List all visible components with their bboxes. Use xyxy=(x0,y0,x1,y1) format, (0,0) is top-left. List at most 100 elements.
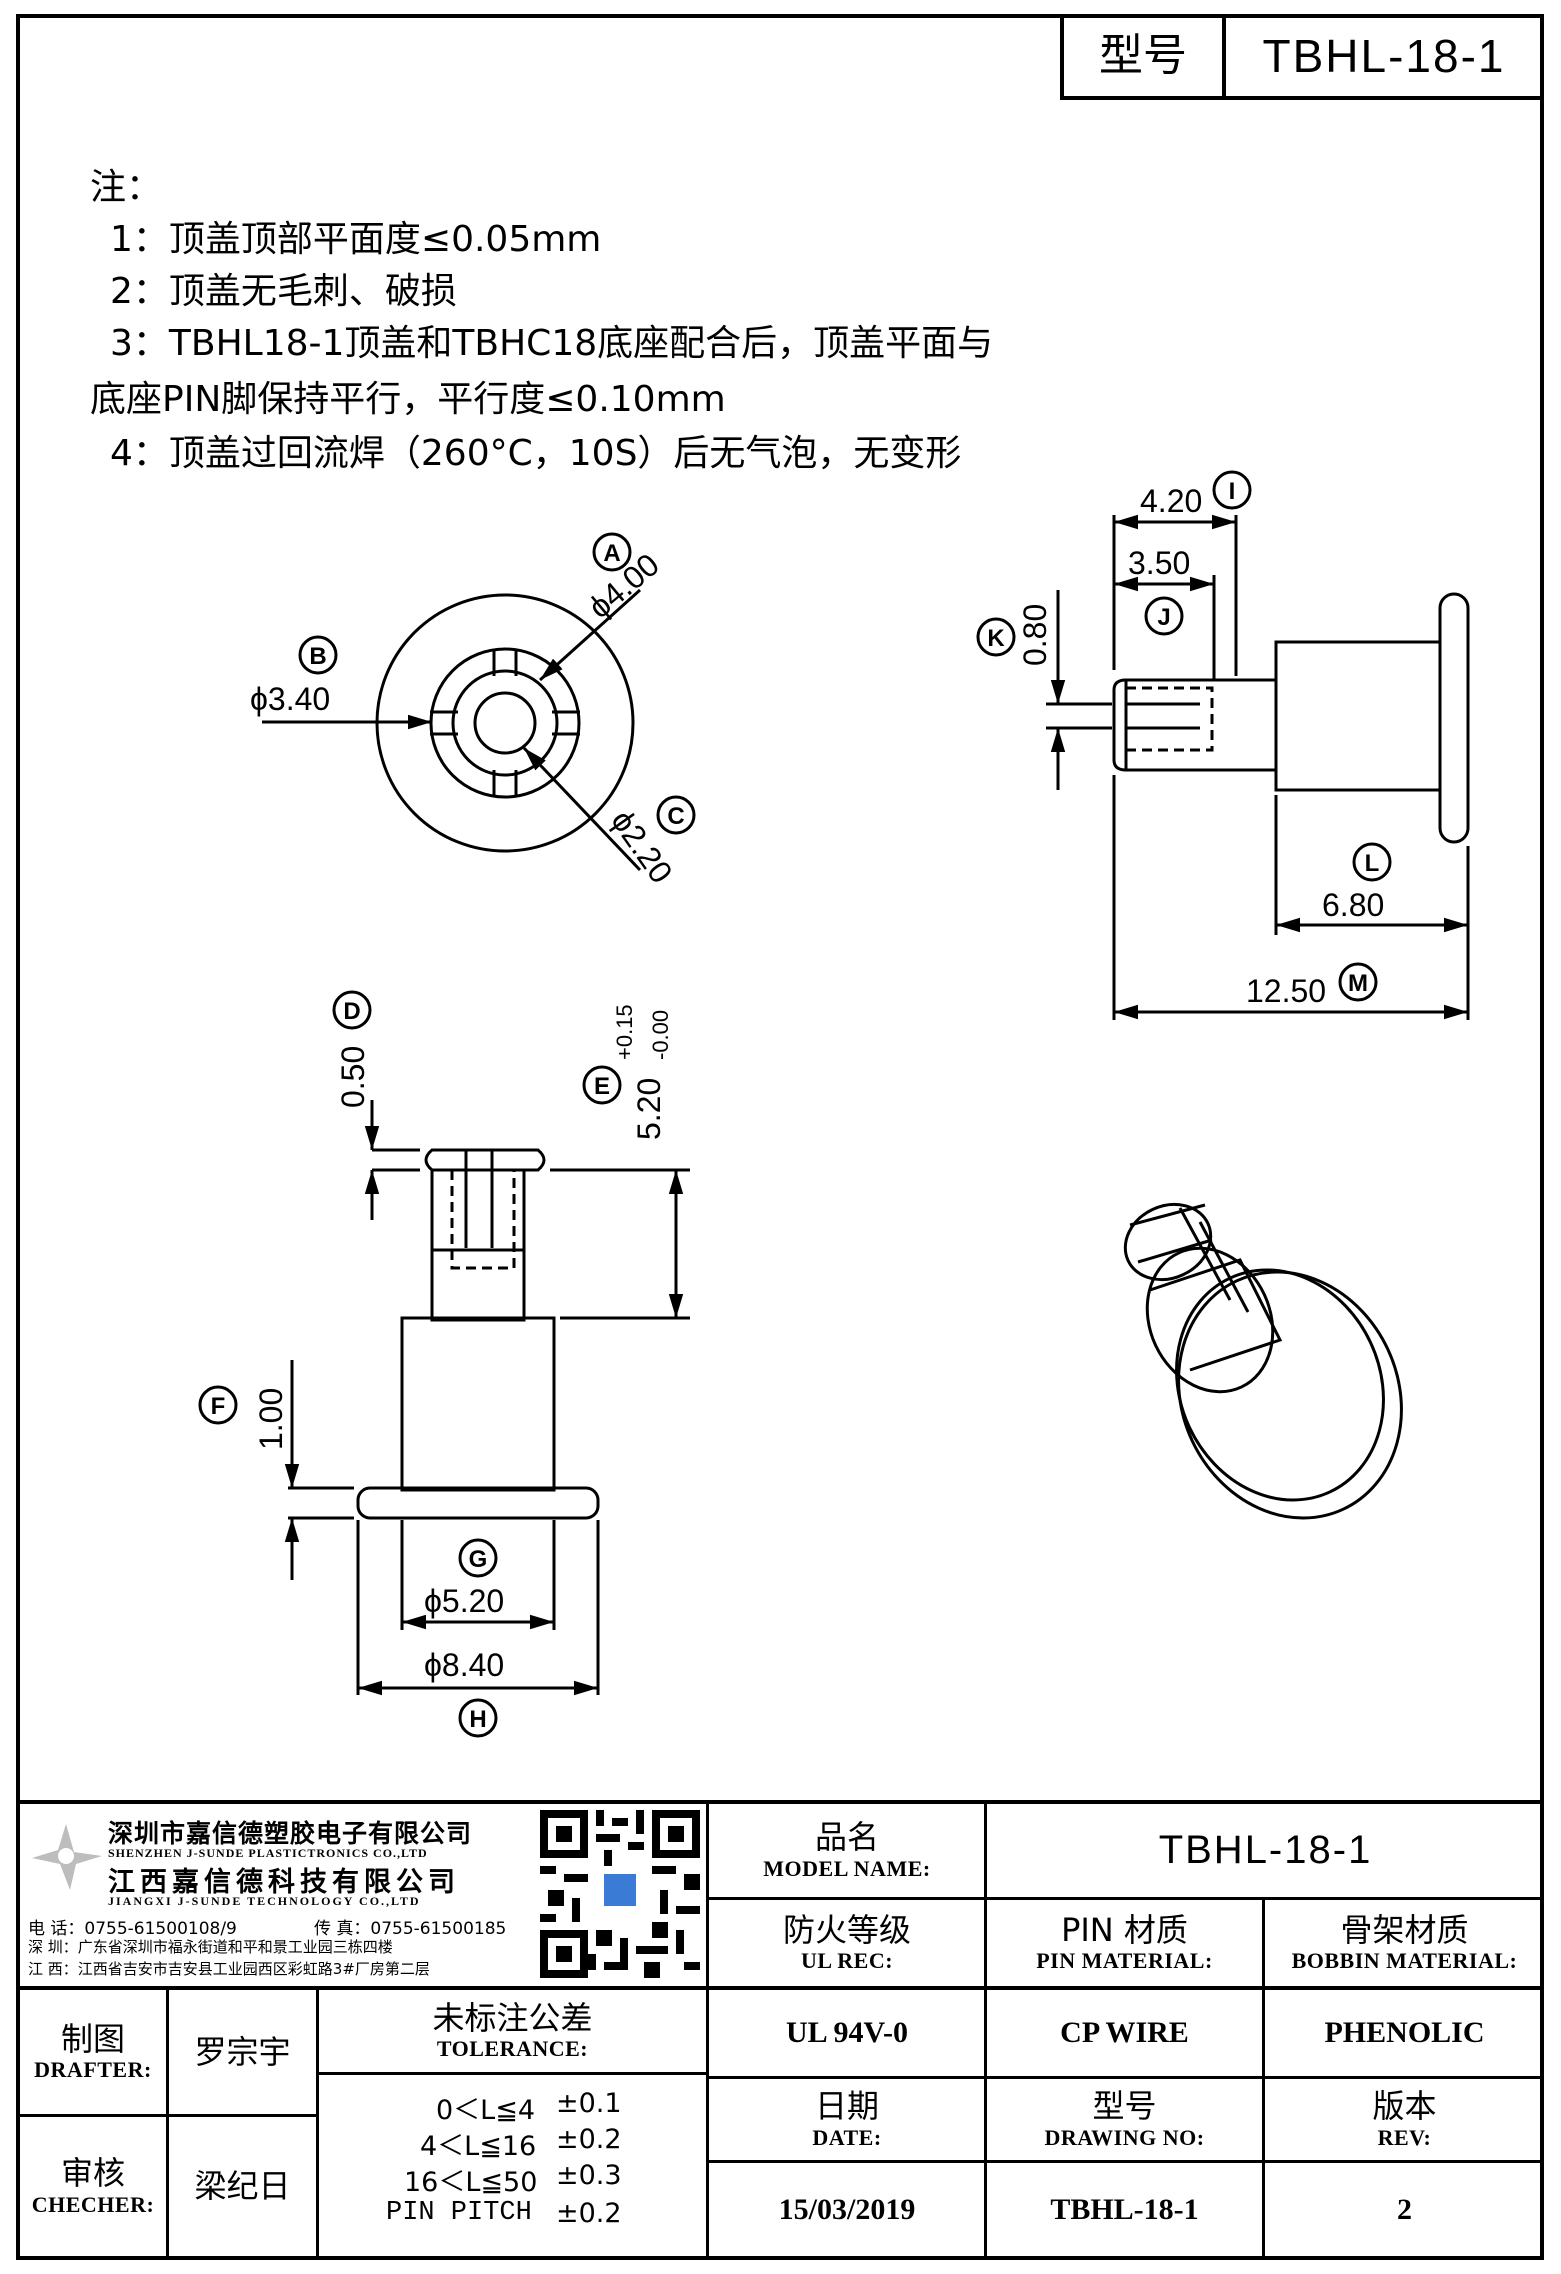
dim-b-value: ϕ3.40 xyxy=(250,681,330,717)
bobbin-material-en: BOBBIN MATERIAL: xyxy=(1291,1948,1518,1974)
dim-h-value: ϕ8.40 xyxy=(424,1647,504,1683)
model-name-label: 品名 MODEL NAME: xyxy=(710,1804,984,1897)
tolerance-range-3: 16＜L≦50 xyxy=(404,2167,538,2198)
header-label: 型号 xyxy=(1099,29,1187,81)
title-col-line-3 xyxy=(1262,1897,1265,2260)
pin-material-label: PIN 材质 PIN MATERIAL: xyxy=(987,1900,1262,1986)
dim-g-value: ϕ5.20 xyxy=(424,1583,504,1619)
drawing-no-value: TBHL-18-1 xyxy=(1050,2192,1199,2226)
dim-l-value: 6.80 xyxy=(1322,887,1384,923)
side-view xyxy=(1046,514,1470,1020)
rev-en: REV: xyxy=(1377,2124,1432,2150)
model-name-en: MODEL NAME: xyxy=(763,1855,931,1881)
tag-i: I xyxy=(1229,478,1236,505)
drafter-value: 罗宗宇 xyxy=(194,2032,291,2071)
date-en: DATE: xyxy=(812,2124,882,2150)
drawing-no-cn: 型号 xyxy=(1092,2087,1157,2126)
title-col-line-4 xyxy=(984,1897,987,2260)
title-col-line-2 xyxy=(984,1800,987,1897)
tolerance-range-4: PIN PITCH xyxy=(386,2198,532,2228)
technical-drawing: A B C D E F G H I J K L M ϕ4.00 ϕ3.40 ϕ2… xyxy=(198,470,1470,1738)
company-tel: 电 话：0755-61500108/9 xyxy=(28,1919,237,1939)
date-label: 日期 DATE: xyxy=(710,2079,984,2160)
pin-material-value: CP WIRE xyxy=(1060,2016,1189,2049)
pin-material-en: PIN MATERIAL: xyxy=(1036,1948,1213,1974)
company-addr-jx: 江 西：江西省吉安市吉安县工业园西区彩虹路3#厂房第二层 xyxy=(28,1960,430,1978)
rev-label: 版本 REV: xyxy=(1265,2079,1544,2160)
ul-rec-label: 防火等级 UL REC: xyxy=(710,1900,984,1986)
tolerance-range-2: 4＜L≦16 xyxy=(420,2131,537,2162)
tag-a: A xyxy=(603,540,620,567)
iso-view xyxy=(1123,1202,1403,1520)
ul-rec-value: UL 94V-0 xyxy=(786,2016,908,2049)
tag-g: G xyxy=(469,1546,488,1573)
checker-label: 审核 CHECHER: xyxy=(20,2117,166,2256)
note-line-1: 1：顶盖顶部平面度≤0.05mm xyxy=(110,219,602,260)
pin-material-cn: PIN 材质 xyxy=(1061,1910,1188,1949)
note-line-4: 底座PIN脚保持平行，平行度≤0.10mm xyxy=(90,379,726,420)
tolerance-cn: 未标注公差 xyxy=(432,1998,593,2037)
tolerance-en: TOLERANCE: xyxy=(436,2036,589,2062)
note-line-3: 3：TBHL18-1顶盖和TBHC18底座配合后，顶盖平面与 xyxy=(110,323,994,364)
bobbin-material-label: 骨架材质 BOBBIN MATERIAL: xyxy=(1265,1900,1544,1986)
header-model: TBHL-18-1 xyxy=(1262,30,1506,82)
tag-b: B xyxy=(309,643,326,670)
title-row-line-5 xyxy=(316,2072,708,2075)
ul-rec-en: UL REC: xyxy=(800,1948,894,1974)
qr-code xyxy=(540,1808,700,1980)
tag-k: K xyxy=(987,625,1005,652)
drafter-label: 制图 DRAFTER: xyxy=(20,1990,166,2114)
title-row-line-1 xyxy=(708,1897,1544,1900)
top-view xyxy=(262,588,642,872)
date-value: 15/03/2019 xyxy=(778,2192,916,2226)
drawing-frame xyxy=(16,14,1544,2260)
tolerance-value-3: ±0.3 xyxy=(556,2160,622,2191)
title-block-top-line xyxy=(16,1800,1544,1804)
title-col-line-5 xyxy=(166,1988,169,2260)
drafter-en: DRAFTER: xyxy=(34,2057,152,2083)
tag-l: L xyxy=(1365,850,1380,877)
dim-j-value: 3.50 xyxy=(1128,545,1190,581)
tolerance-value-2: ±0.2 xyxy=(556,2124,622,2155)
drafter-cn: 制图 xyxy=(60,2019,125,2058)
checker-cn: 审核 xyxy=(60,2154,125,2193)
dim-k-value: 0.80 xyxy=(1017,604,1053,666)
title-col-line-1 xyxy=(706,1800,709,2260)
company-addr-sz: 深 圳：广东省深圳市福永街道和平和景工业园三栋四楼 xyxy=(28,1938,393,1956)
tag-f: F xyxy=(211,1393,226,1420)
note-line-5: 4：顶盖过回流焊（260°C，10S）后无气泡，无变形 xyxy=(110,433,962,474)
title-col-line-6 xyxy=(316,1988,319,2260)
checker-value: 梁纪日 xyxy=(194,2167,291,2206)
title-row-line-6 xyxy=(708,2160,1544,2163)
tolerance-value-1: ±0.1 xyxy=(556,2088,622,2119)
model-name-cn: 品名 xyxy=(814,1818,879,1857)
checker-en: CHECHER: xyxy=(31,2191,155,2217)
drawing-no-en: DRAWING NO: xyxy=(1044,2124,1205,2150)
drawing-no-label: 型号 DRAWING NO: xyxy=(987,2079,1262,2160)
note-line-2: 2：顶盖无毛刺、破损 xyxy=(110,271,457,312)
tag-m: M xyxy=(1348,970,1368,997)
header-model-box xyxy=(1060,14,1544,100)
bobbin-material-value: PHENOLIC xyxy=(1324,2016,1485,2049)
tolerance-label: 未标注公差 TOLERANCE: xyxy=(319,1990,706,2072)
date-cn: 日期 xyxy=(814,2087,879,2126)
company-name-jx-en: JIANGXI J-SUNDE TECHNOLOGY CO.,LTD xyxy=(108,1894,421,1908)
dimension-tags xyxy=(198,470,1392,1738)
header-divider xyxy=(1222,14,1226,98)
tolerance-value-4: ±0.2 xyxy=(556,2198,622,2229)
tag-d: D xyxy=(343,998,360,1025)
tag-e: E xyxy=(594,1073,610,1100)
tag-h: H xyxy=(469,1706,486,1733)
tag-j: J xyxy=(1157,604,1170,631)
title-row-line-3 xyxy=(708,2076,1544,2079)
notes-title: 注： xyxy=(90,167,163,208)
dim-e-tol-plus: +0.15 xyxy=(612,1004,637,1060)
company-logo xyxy=(26,1818,106,1892)
ul-rec-cn: 防火等级 xyxy=(782,1910,911,1949)
dim-m-value: 12.50 xyxy=(1246,973,1326,1009)
rev-value: 2 xyxy=(1397,2192,1412,2226)
company-name-sz: 深圳市嘉信德塑胶电子有限公司 xyxy=(108,1819,473,1848)
dim-e-value: 5.20 xyxy=(631,1078,667,1140)
dim-d-value: 0.50 xyxy=(335,1046,371,1108)
company-fax: 传 真：0755-61500185 xyxy=(314,1919,507,1939)
